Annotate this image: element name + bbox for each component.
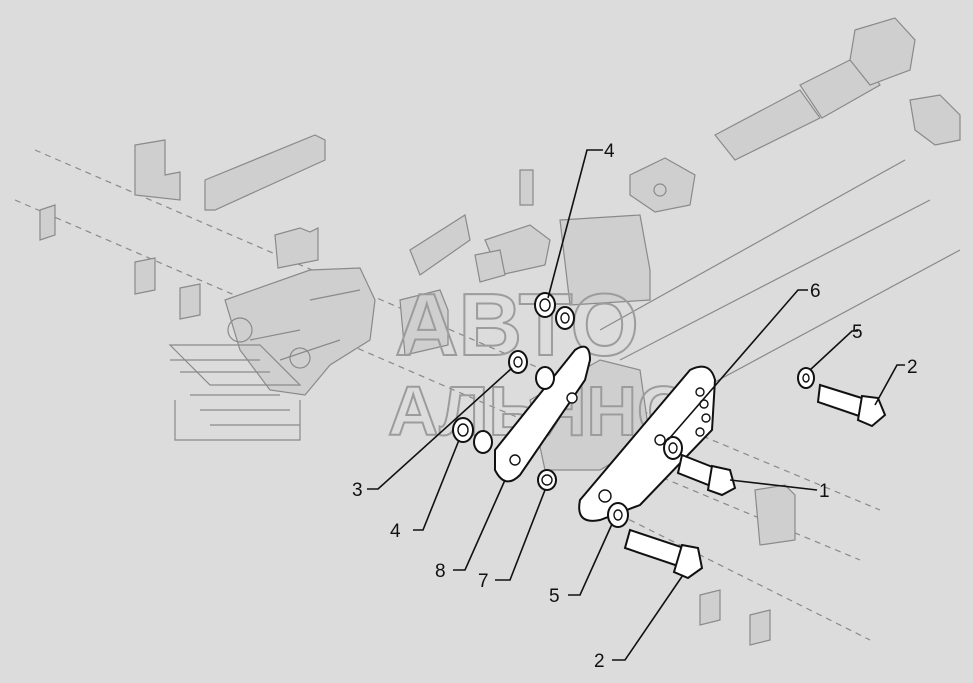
part-7-bushing — [537, 469, 557, 491]
part-5-washer-lower — [607, 502, 629, 528]
callout-5-upper: 5 — [852, 322, 863, 343]
part-3-nut — [508, 350, 555, 390]
callout-4-lower: 4 — [390, 521, 401, 542]
callout-7: 7 — [478, 571, 489, 592]
callout-6: 6 — [810, 281, 821, 302]
left-casting — [224, 267, 376, 396]
callout-8: 8 — [435, 561, 446, 582]
callout-4-upper: 4 — [604, 141, 615, 162]
part-1-bolt — [676, 453, 737, 497]
leader-lines — [367, 149, 905, 661]
callout-2-lower: 2 — [594, 651, 605, 672]
part-4-nut-upper — [534, 292, 575, 330]
part-8-link-plate — [494, 345, 592, 483]
callout-5-lower: 5 — [549, 586, 560, 607]
part-5-washer-upper — [797, 367, 815, 389]
part-2-bolt-upper — [816, 383, 887, 428]
part-6-adjuster-plate — [578, 365, 717, 522]
callout-3: 3 — [352, 480, 363, 501]
callout-labels: 4 6 5 2 1 3 4 8 7 5 2 — [352, 141, 918, 672]
part-2-bolt-lower — [623, 528, 704, 580]
callout-2-upper: 2 — [907, 357, 918, 378]
watermark-logo-icon — [168, 344, 302, 441]
part-6-washer — [663, 436, 683, 460]
callout-1: 1 — [819, 481, 830, 502]
threaded-rod — [629, 17, 916, 213]
part-4-nut-lower — [452, 417, 493, 454]
